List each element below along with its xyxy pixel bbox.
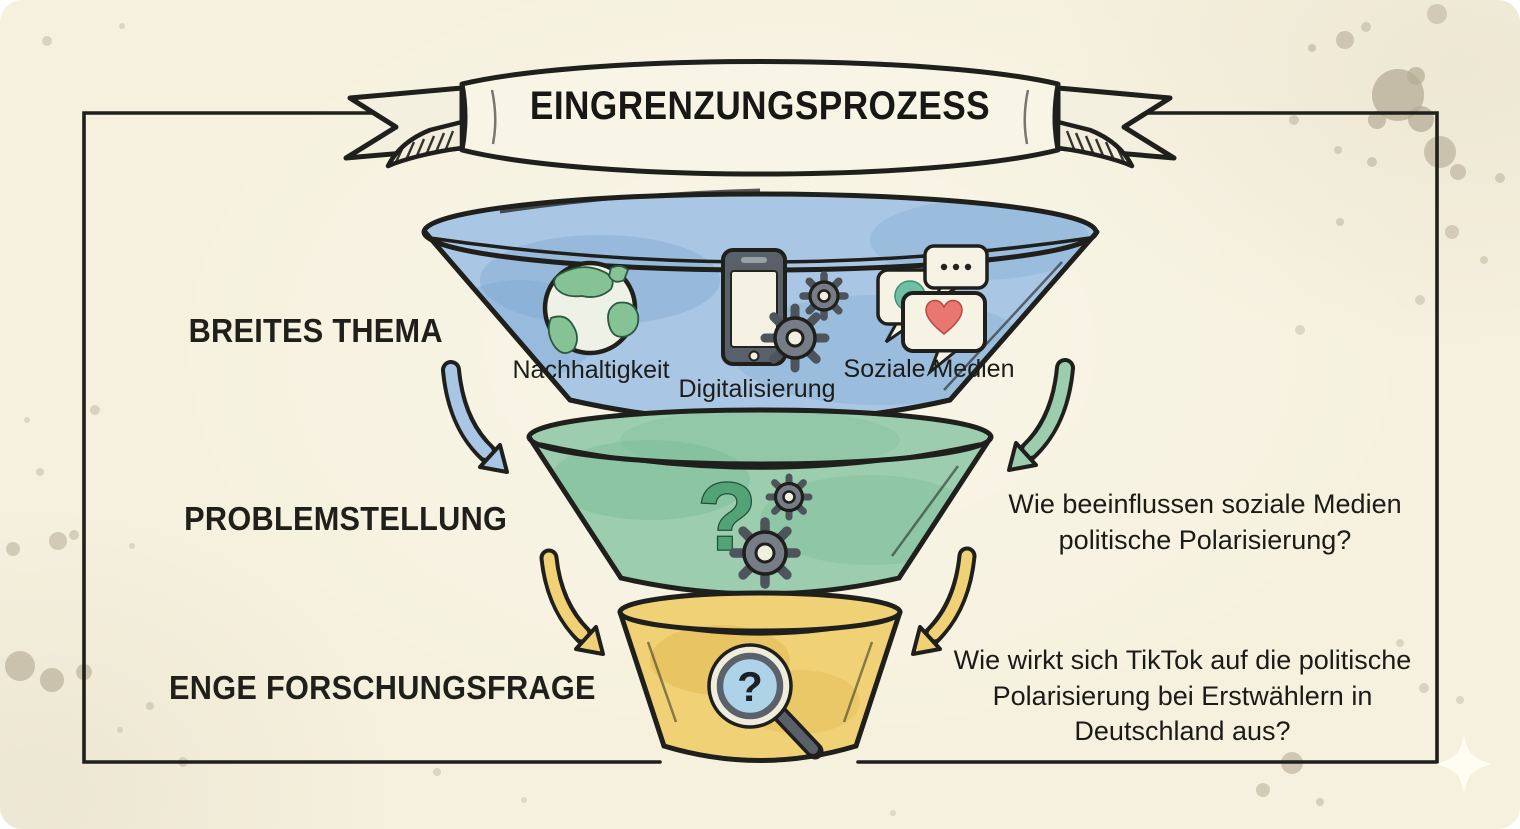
ribbon-panel (459, 59, 1061, 177)
magnifier-question-icon: ? (707, 643, 824, 760)
stage-label-breites-thema: BREITES THEMA (149, 298, 483, 364)
sparkle-icon (1436, 734, 1492, 794)
banner-title: EINGRENZUNGSPROZESS (529, 84, 991, 128)
social-bubbles-icon (876, 244, 989, 377)
arrow-yellow-right (911, 546, 977, 656)
ribbon-hatch-right (1065, 130, 1126, 163)
smartphone-gears-icon (721, 248, 849, 373)
topic-label-nachhaltigkeit: Nachhaltigkeit (512, 356, 670, 384)
question-problemstellung: Wie beeinflussen soziale Medien politisc… (1008, 489, 1402, 555)
stage-label-enge-forschungsfrage: ENGE FORSCHUNGSFRAGE (145, 653, 619, 723)
stage-label-text: BREITES THEMA (188, 312, 444, 349)
svg-text:?: ? (737, 663, 763, 710)
arrow-green-right (1007, 358, 1075, 472)
question-gears-icon: ? (696, 462, 813, 589)
funnel-stage-broad (421, 188, 1100, 424)
topic-label-soziale-medien: Soziale Medien (843, 355, 1015, 383)
question-forschungsfrage: Wie wirkt sich TikTok auf die politische… (953, 645, 1412, 747)
chat-bubble-heart (901, 291, 987, 377)
banner-ribbon (343, 59, 1177, 177)
funnel-stage-narrow: ? (617, 590, 903, 763)
ribbon-hatch-left (394, 130, 455, 163)
stage-label-text: PROBLEMSTELLUNG (184, 500, 508, 537)
heart-icon (925, 299, 963, 335)
funnel-stage-problem: ? (526, 407, 994, 597)
arrow-yellow-left (539, 548, 605, 656)
stage-label-text: ENGE FORSCHUNGSFRAGE (168, 669, 596, 706)
globe-icon (542, 260, 640, 356)
stage-label-problemstellung: PROBLEMSTELLUNG (161, 486, 531, 552)
topic-label-digitalisierung: Digitalisierung (678, 375, 836, 403)
ink-splatter-group (5, 4, 1505, 816)
arrow-blue-left (441, 360, 509, 474)
